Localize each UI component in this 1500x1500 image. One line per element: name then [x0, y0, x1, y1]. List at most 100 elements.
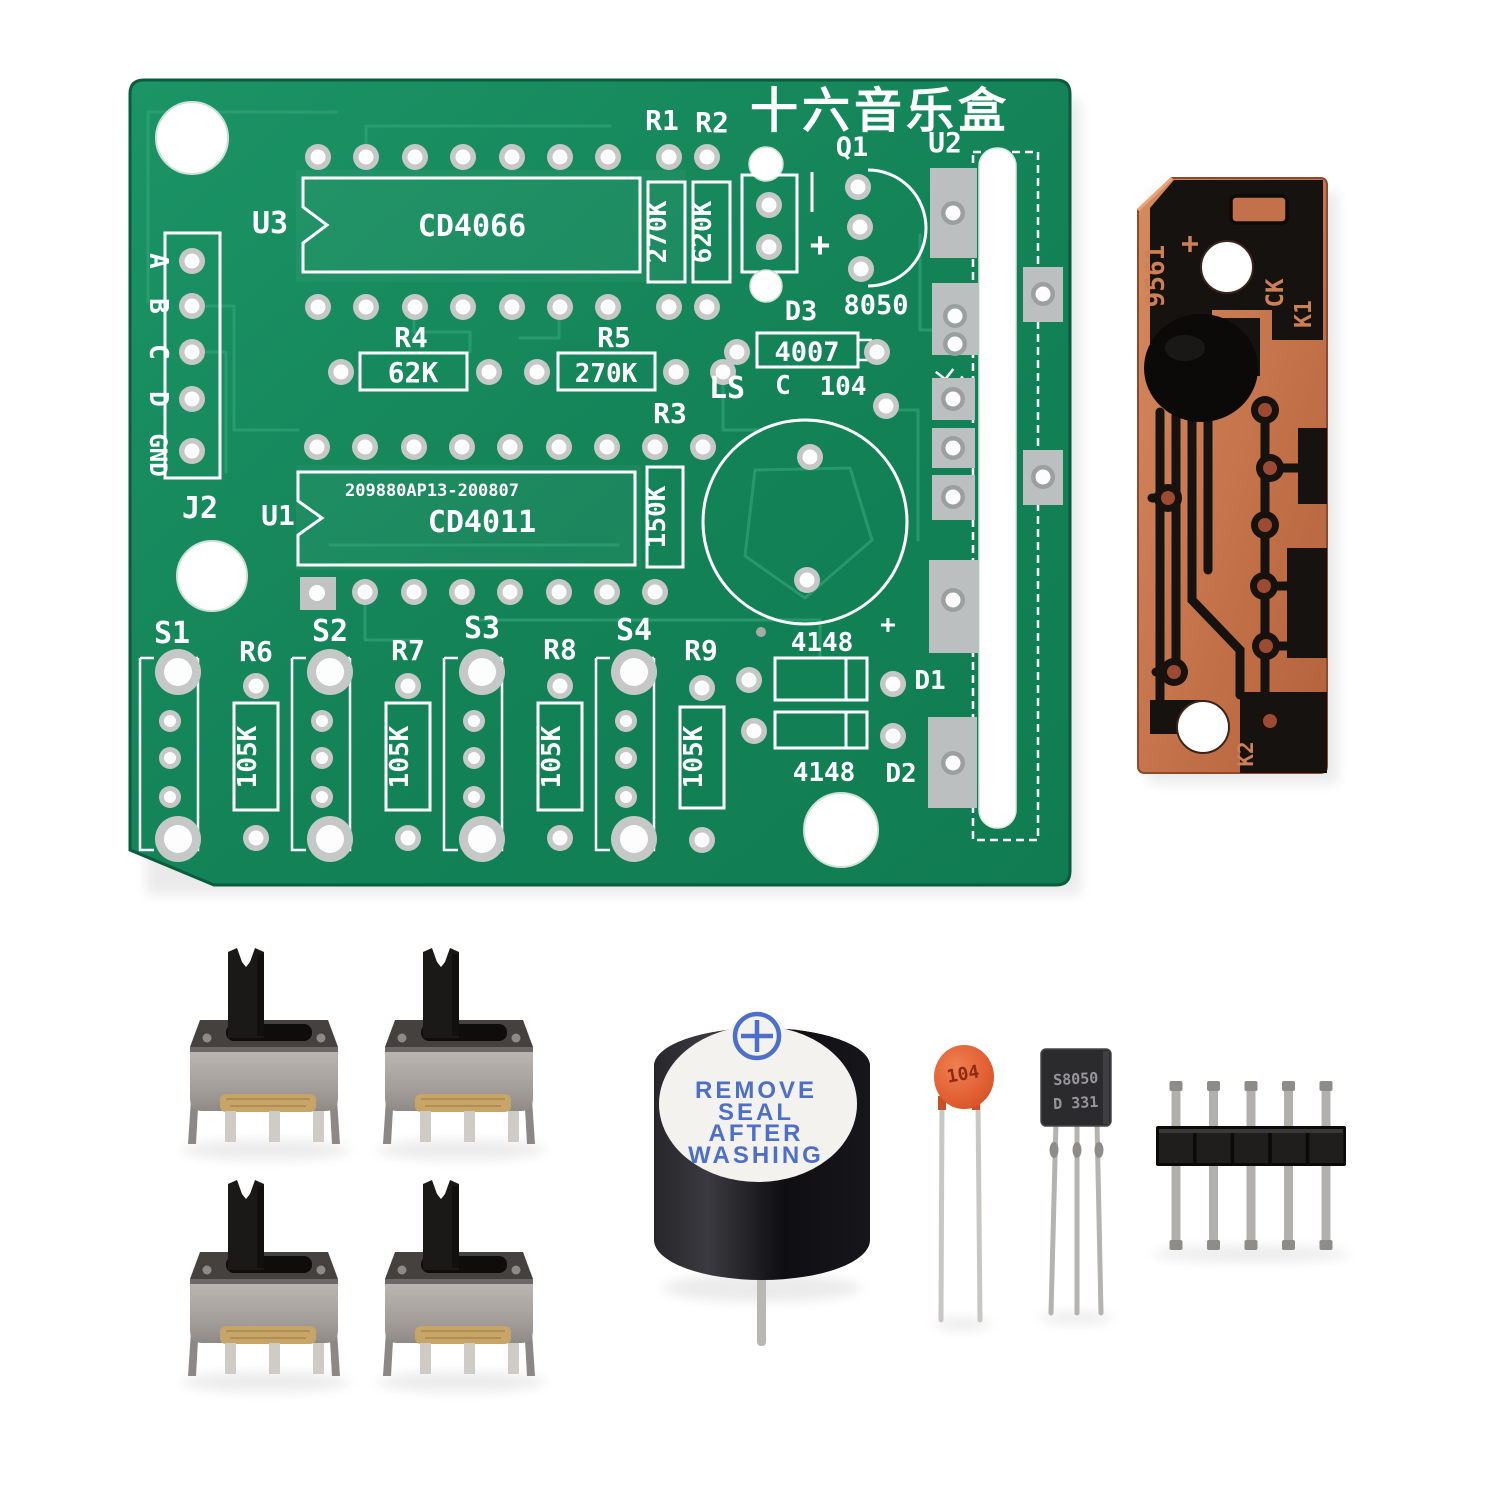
buzzer-seal-sticker: REMOVE SEAL AFTER WASHING [659, 1011, 857, 1182]
cd4066-label: CD4066 [418, 209, 526, 244]
r3-label: R3 [653, 397, 687, 430]
mounting-hole [155, 101, 229, 175]
d4007-value: 4007 [774, 337, 839, 368]
module-epoxy-blob [1144, 314, 1258, 422]
cap-polarity-plus: + [810, 225, 830, 265]
module-ck-label: CK [1261, 278, 1289, 307]
cd4011-label: CD4011 [428, 505, 536, 540]
mounting-hole [176, 540, 248, 612]
transistor-body [1040, 1048, 1112, 1127]
speaker-plus: + [880, 610, 896, 640]
r4-label: R4 [394, 321, 428, 354]
r5-footprint: R5 270K [524, 321, 736, 392]
s4-label: S4 [616, 613, 652, 648]
r9-value: 105K [679, 725, 709, 788]
module-k2-label: K2 [1234, 741, 1258, 766]
pcb-board [128, 78, 1072, 887]
switch-footprints: S1 S2 S3 S4 [138, 611, 657, 862]
buzzer-text-line3: AFTER [709, 1120, 804, 1147]
r4-value: 62K [388, 356, 439, 389]
u1-label: U1 [261, 499, 295, 532]
u2-slot [978, 147, 1017, 829]
u1-datecode: 209880AP13-200807 [345, 481, 519, 501]
c-value-104: 104 [820, 372, 867, 402]
transistor-s8050: S8050 D 331 [1040, 1048, 1112, 1316]
r9-label: R9 [684, 634, 718, 667]
module-slot [1229, 194, 1289, 225]
capacitor-leg [975, 1097, 983, 1323]
r8-value: 105K [537, 725, 567, 788]
j2-pin-d: D [143, 391, 173, 407]
d3-label: D3 [785, 296, 818, 327]
module-mounting-hole [1176, 700, 1230, 754]
d1-label: D1 [914, 666, 945, 696]
r6-label: R6 [239, 635, 273, 668]
module-chip-label: 9561 [1141, 245, 1171, 308]
elcap-footprint: + [740, 146, 830, 303]
u1-footprint: U1 209880AP13-200807 CD4011 [261, 434, 716, 610]
main-pcb: 十六音乐盒 U3 CD4066 R1 R2 270K 620K [128, 78, 1072, 887]
mounting-hole [803, 792, 879, 868]
q1-value-8050: 8050 [843, 290, 908, 321]
transistor-batch-label: D 331 [1053, 1093, 1099, 1113]
r5-label: R5 [597, 321, 631, 354]
j2-label: J2 [182, 491, 218, 526]
buzzer-text-line2: SEAL [718, 1099, 794, 1126]
u3-label: U3 [252, 206, 288, 241]
pin-header [1156, 1081, 1346, 1250]
r2-label: R2 [695, 106, 729, 139]
r1-value: 270K [643, 200, 673, 263]
buzzer-text-line1: REMOVE [695, 1077, 817, 1104]
pull-resistor-footprints: R6 R7 R8 R9 105K 105K 105K 105K [232, 633, 726, 853]
j2-pin-c: C [143, 344, 173, 360]
ceramic-capacitor: 104 [934, 1045, 994, 1323]
u2-label: U2 [928, 126, 962, 159]
d4007-footprint: 4007 [724, 331, 899, 419]
speaker-footprint [701, 418, 909, 637]
module-mounting-hole [1200, 240, 1254, 294]
r7-label: R7 [391, 634, 425, 667]
r2-value: 620K [688, 200, 718, 263]
q1-label: Q1 [836, 132, 869, 163]
j2-pin-gnd: GND [144, 433, 172, 476]
u3-footprint: U3 CD4066 [252, 144, 642, 320]
music-module-pcb: 9561 CK K1 K2 [1136, 176, 1328, 774]
slide-switch-1 [187, 947, 341, 1145]
slide-switch-4 [382, 1179, 536, 1377]
j2-pin-b: B [143, 298, 173, 314]
r6-value: 105K [233, 725, 263, 788]
pcb-title: 十六音乐盒 [750, 83, 1010, 139]
c-label: C [775, 371, 791, 401]
s1-label: S1 [154, 616, 190, 651]
j2-connector: A B C D GND J2 [143, 231, 222, 526]
ls-label: LS [709, 371, 745, 406]
module-polarity-icon [1182, 236, 1198, 252]
capacitor-disc [934, 1045, 994, 1109]
plus-polarity-icon [732, 1011, 782, 1061]
diode-footprints: 4148 + D1 4148 D2 [736, 610, 946, 789]
r1-r2-footprints: R1 R2 270K 620K [643, 104, 732, 320]
s2-label: S2 [312, 614, 348, 649]
buzzer-pin [757, 1270, 766, 1346]
u2-footprint: U2 [928, 126, 1063, 842]
capacitor-leg [938, 1097, 945, 1323]
q1-footprint: Q1 D3 8050 [785, 132, 928, 327]
j2-pin-a: A [143, 253, 173, 269]
slide-switch-3 [187, 1179, 341, 1377]
transistor-part-label: S8050 [1053, 1069, 1099, 1089]
d2-value: 4148 [793, 758, 856, 788]
module-k1-label: K1 [1291, 300, 1317, 328]
r150k-value: 150K [642, 485, 672, 548]
r8-label: R8 [543, 633, 577, 666]
header-pins-bottom [1169, 1166, 1333, 1250]
slide-switch-2 [382, 947, 536, 1145]
r1-label: R1 [645, 104, 679, 137]
header-pins-top [1169, 1081, 1333, 1128]
r150k-footprint: 150K [642, 465, 685, 569]
buzzer-text-line4: WASHING [688, 1142, 824, 1169]
r7-value: 105K [385, 725, 415, 788]
d1-value: 4148 [791, 628, 854, 658]
r5-value: 270K [575, 359, 638, 389]
